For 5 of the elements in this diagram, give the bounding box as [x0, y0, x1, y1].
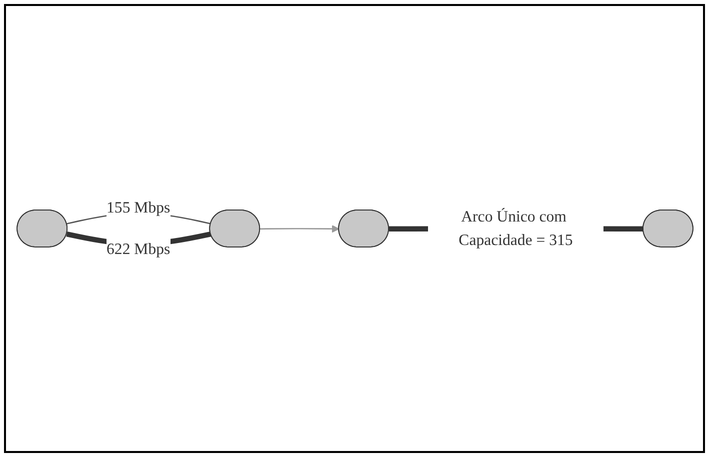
edge-label: 155 Mbps	[106, 198, 170, 216]
arrow	[260, 225, 339, 233]
network-diagram: 155 Mbps 622 Mbps Arco Único com Capacidade = 315	[10, 189, 700, 268]
edge-label: 622 Mbps	[106, 240, 170, 258]
edge-label: Arco Único com Capacidade = 315	[458, 207, 572, 249]
